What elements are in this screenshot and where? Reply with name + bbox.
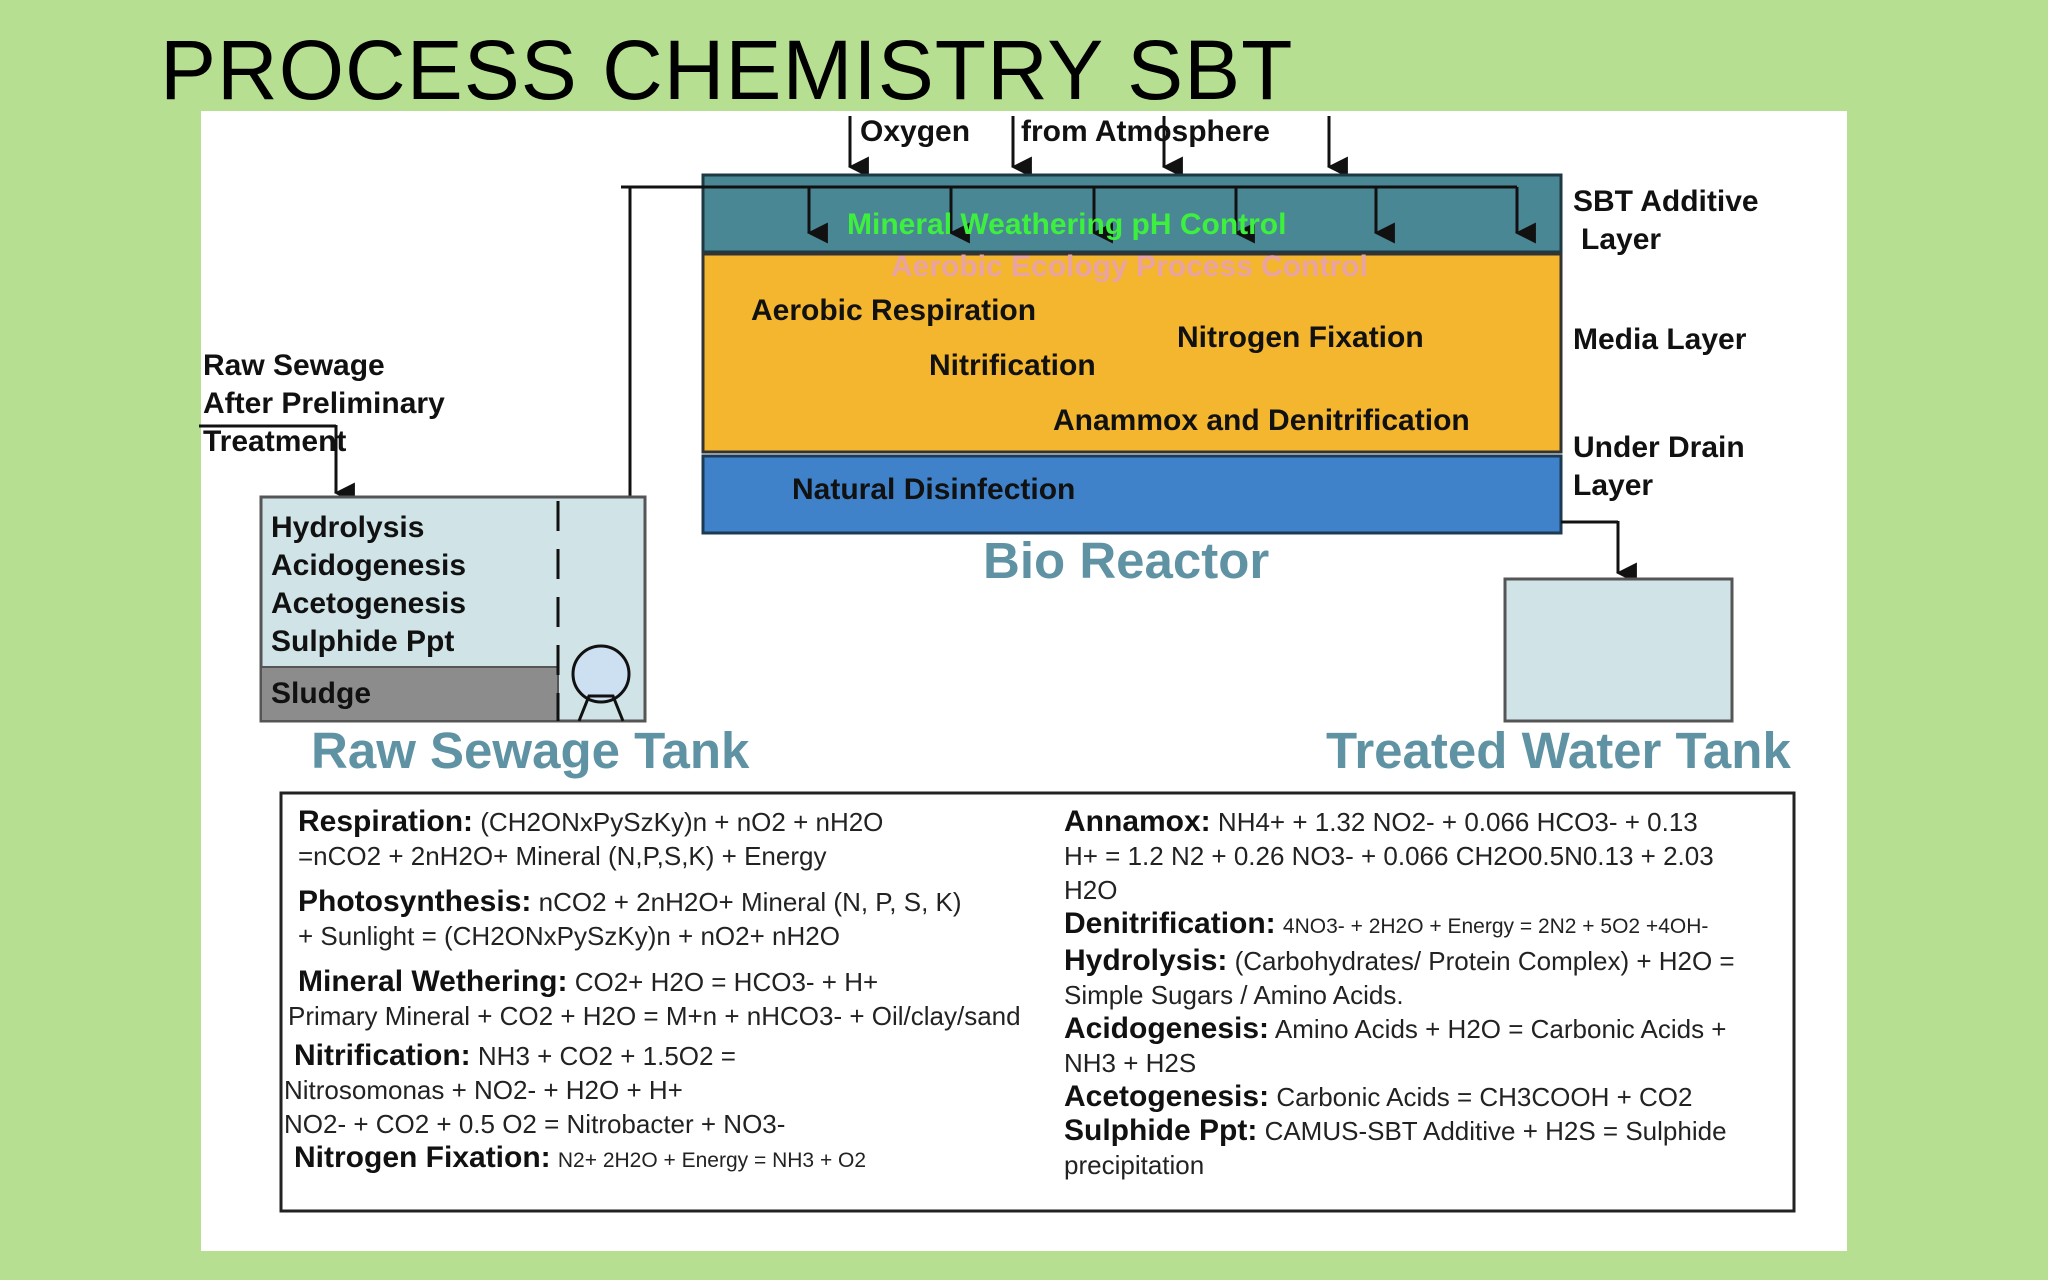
equation-nitrification: Nitrification: NH3 + CO2 + 1.5O2 = Nitro… [284,1039,786,1139]
equation-photosynthesis: Photosynthesis: nCO2 + 2nH2O+ Mineral (N… [298,885,962,951]
media-layer [701,252,1563,454]
treated-water-tank-label: Treated Water Tank [1326,722,1791,779]
equation-respiration: Respiration: (CH2ONxPySzKy)n + nO2 + nH2… [298,805,884,871]
natural-disinfection-label: Natural Disinfection [792,473,1076,506]
pump-icon [571,644,631,704]
equation-acidogenesis: Acidogenesis: Amino Acids + H2O = Carbon… [1064,1012,1727,1078]
equation-annamox: Annamox: NH4+ + 1.32 NO2- + 0.066 HCO3- … [1064,805,1714,905]
sludge-label: Sludge [271,677,372,710]
under-drain-layer-label: Under Drain Layer [1573,431,1745,502]
under-drain-layer [701,454,1563,535]
raw-sewage-input-label: Raw Sewage After Preliminary Treatment [203,349,445,458]
equation-denitrification: Denitrification: 4NO3- + 2H2O + Energy =… [1064,907,1709,940]
treated-water-tank [1503,577,1734,723]
slide-title: PROCESS CHEMISTRY SBT [160,23,1294,117]
sludge-layer [260,666,559,722]
equation-acetogenesis: Acetogenesis: Carbonic Acids = CH3COOH +… [1064,1080,1693,1113]
sbt-additive-layer-label: SBT Additive Layer [1573,185,1759,256]
equation-hydrolysis: Hydrolysis: (Carbohydrates/ Protein Comp… [1064,944,1735,1010]
media-layer-label: Media Layer [1573,323,1747,356]
aerobic-respiration-label: Aerobic Respiration [751,294,1037,327]
diagram-lines [199,116,1796,1213]
equations-box [279,791,1796,1213]
equations-left: Respiration: (CH2ONxPySzKy)n + nO2 + nH2… [284,805,1021,1178]
nitrogen-fixation-label: Nitrogen Fixation [1177,321,1424,354]
equation-sulphide-ppt: Sulphide Ppt: CAMUS-SBT Additive + H2S =… [1064,1114,1727,1180]
sbt-layer-text: Mineral Weathering pH Control [847,208,1287,241]
equations-right: Annamox: NH4+ + 1.32 NO2- + 0.066 HCO3- … [1064,805,1735,1182]
oxygen-label: Oxygen [860,115,971,148]
bio-reactor-label: Bio Reactor [983,532,1270,589]
anammox-label: Anammox and Denitrification [1053,404,1470,437]
from-atmosphere-label: from Atmosphere [1021,115,1270,148]
nitrification-label: Nitrification [929,349,1096,382]
aerobic-layer-text: Aerobic Ecology Process Control [891,250,1368,283]
equation-mineral-weathering: Mineral Wethering: CO2+ H2O = HCO3- + H+… [288,965,1021,1031]
tank-process-list: Hydrolysis Acidogenesis Acetogenesis Sul… [271,511,467,658]
diagram-panel: Oxygen from Atmosphere Mineral Weatherin… [199,111,1847,1251]
raw-sewage-tank-label: Raw Sewage Tank [311,722,750,779]
equation-nitrogen-fixation: Nitrogen Fixation: N2+ 2H2O + Energy = N… [294,1141,867,1174]
